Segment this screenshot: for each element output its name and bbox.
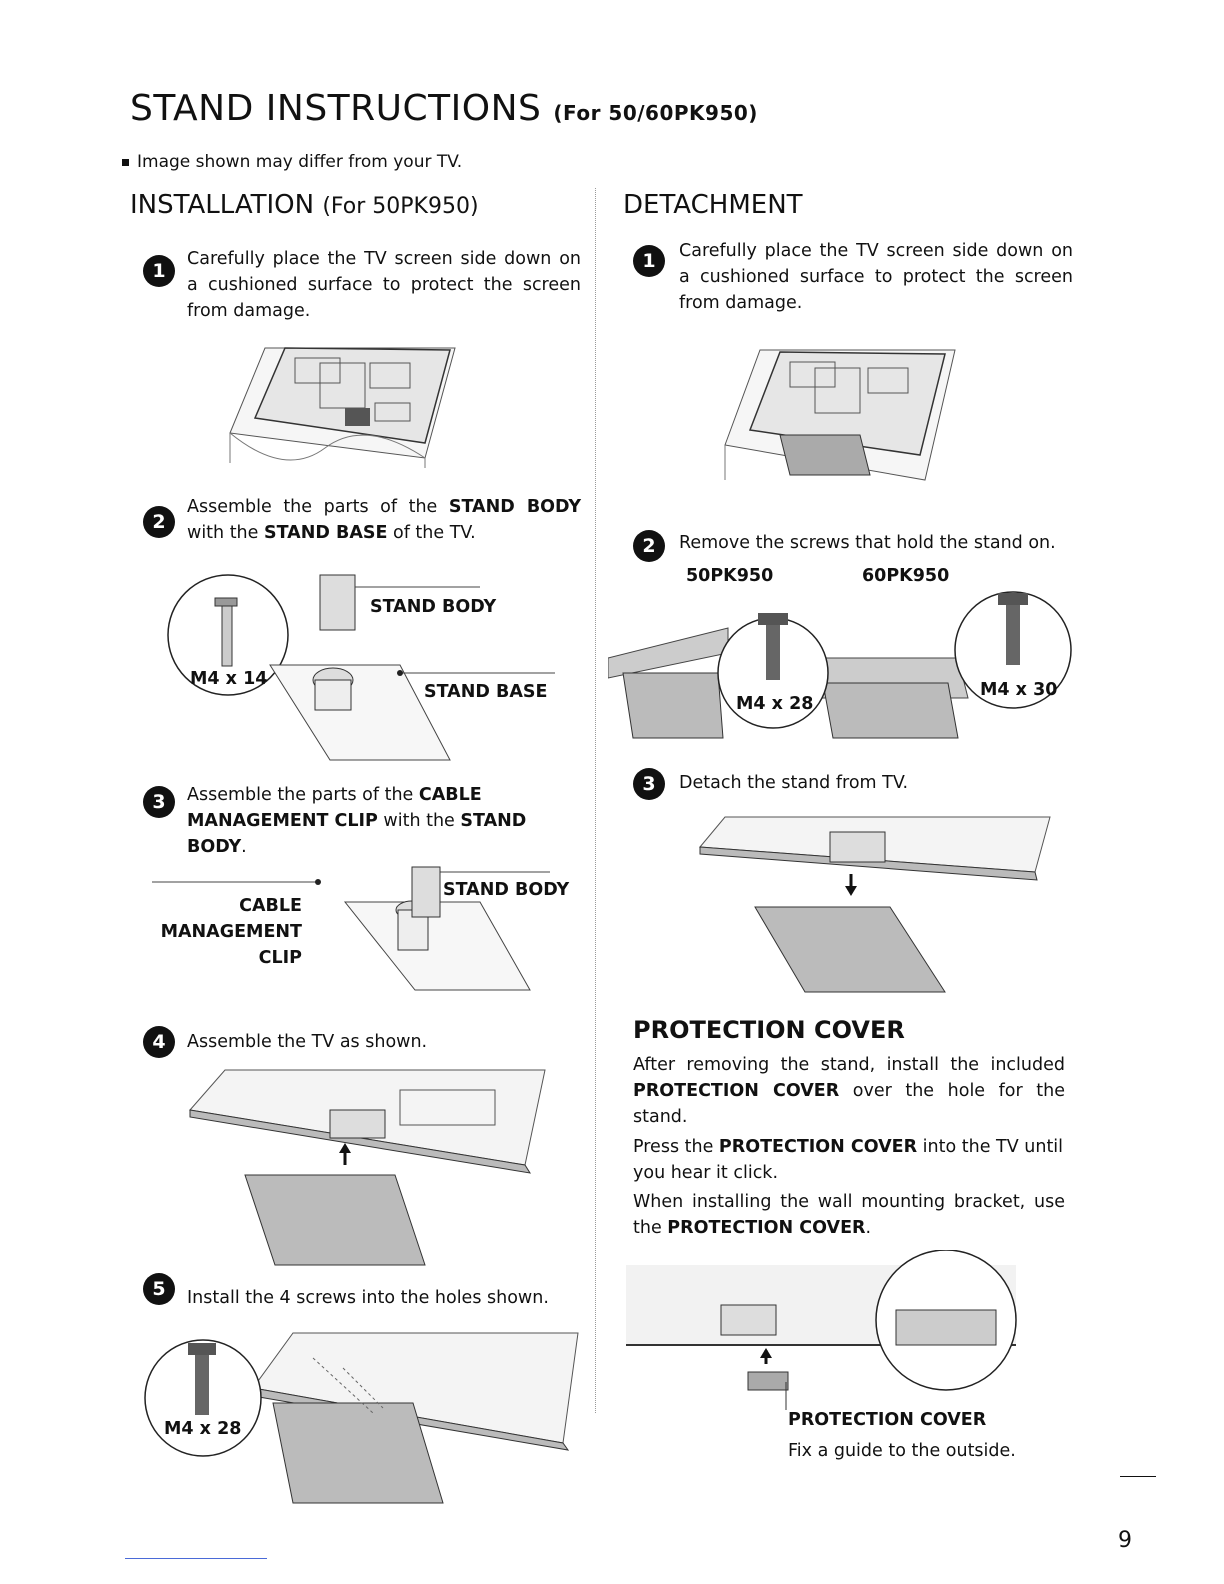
label-stand-body-2: STAND BODY xyxy=(443,880,570,900)
page-number: 9 xyxy=(1118,1528,1132,1553)
install-step-2-illustration xyxy=(167,574,555,761)
detach-step-1-number: 1 xyxy=(633,245,665,277)
detachment-heading: DETACHMENT xyxy=(623,190,803,220)
install-step-5-illustration xyxy=(144,1332,579,1504)
detach-step-3-text: Detach the stand from TV. xyxy=(679,773,909,793)
install-step-1-number: 1 xyxy=(143,255,175,287)
page-title-models: (For 50/60PK950) xyxy=(553,101,758,125)
page-number-rule xyxy=(1120,1476,1156,1477)
install-step-3-text: Assemble the parts of the CABLE MANAGEME… xyxy=(187,785,527,857)
detach-step-1-text: Carefully place the TV screen side down … xyxy=(679,241,1073,313)
install-step-5-text: Install the 4 screws into the holes show… xyxy=(187,1288,549,1308)
label-cable-management-clip: CABLE MANAGEMENT CLIP xyxy=(160,896,302,968)
install-step-4-text: Assemble the TV as shown. xyxy=(187,1032,428,1052)
protection-cover-caption: Fix a guide to the outside. xyxy=(788,1441,1016,1461)
detach-step-2-illustration xyxy=(608,591,1072,739)
protection-cover-paragraph-2: Press the PROTECTION COVER into the TV u… xyxy=(633,1137,1064,1183)
detach-step-1-illustration xyxy=(724,349,956,481)
protection-cover-heading: PROTECTION COVER xyxy=(633,1016,905,1044)
protection-cover-paragraph-3: When installing the wall mounting bracke… xyxy=(633,1192,1065,1238)
label-screw-m4x28-detach: M4 x 28 xyxy=(736,694,814,714)
protection-cover-paragraph-1: After removing the stand, install the in… xyxy=(633,1055,1065,1127)
column-divider xyxy=(595,188,596,1413)
detach-step-2-text: Remove the screws that hold the stand on… xyxy=(679,533,1056,553)
label-stand-body: STAND BODY xyxy=(370,597,497,617)
detach-step-2-number: 2 xyxy=(633,530,665,562)
bullet-square-icon xyxy=(122,158,129,166)
label-model-60pk950: 60PK950 xyxy=(862,566,950,586)
install-step-2-number: 2 xyxy=(143,506,175,538)
install-step-5-number: 5 xyxy=(143,1273,175,1305)
page-title-text: STAND INSTRUCTIONS xyxy=(130,88,542,129)
installation-heading: INSTALLATION (For 50PK950) xyxy=(130,190,479,220)
protection-cover-illustration xyxy=(626,1250,1017,1410)
installation-heading-text: INSTALLATION xyxy=(130,190,315,220)
install-step-3-number: 3 xyxy=(143,786,175,818)
install-step-1-illustration xyxy=(229,347,456,468)
image-note: Image shown may differ from your TV. xyxy=(122,152,462,172)
install-step-4-illustration xyxy=(189,1069,546,1266)
label-protection-cover: PROTECTION COVER xyxy=(788,1410,987,1430)
label-stand-base: STAND BASE xyxy=(424,682,548,702)
install-step-2-text: Assemble the parts of the STAND BODY wit… xyxy=(187,497,581,543)
page-title: STAND INSTRUCTIONS (For 50/60PK950) xyxy=(130,88,758,129)
label-screw-m4x14: M4 x 14 xyxy=(190,669,268,689)
install-step-3-illustration xyxy=(152,866,550,991)
bottom-rule xyxy=(125,1558,267,1559)
image-note-text: Image shown may differ from your TV. xyxy=(137,152,463,172)
install-step-1-text: Carefully place the TV screen side down … xyxy=(187,249,581,321)
label-screw-m4x30: M4 x 30 xyxy=(980,680,1058,700)
installation-heading-model: (For 50PK950) xyxy=(322,194,479,219)
detach-step-3-illustration xyxy=(698,816,1051,993)
label-model-50pk950: 50PK950 xyxy=(686,566,774,586)
install-step-4-number: 4 xyxy=(143,1026,175,1058)
label-screw-m4x28: M4 x 28 xyxy=(164,1419,242,1439)
detach-step-3-number: 3 xyxy=(633,768,665,800)
